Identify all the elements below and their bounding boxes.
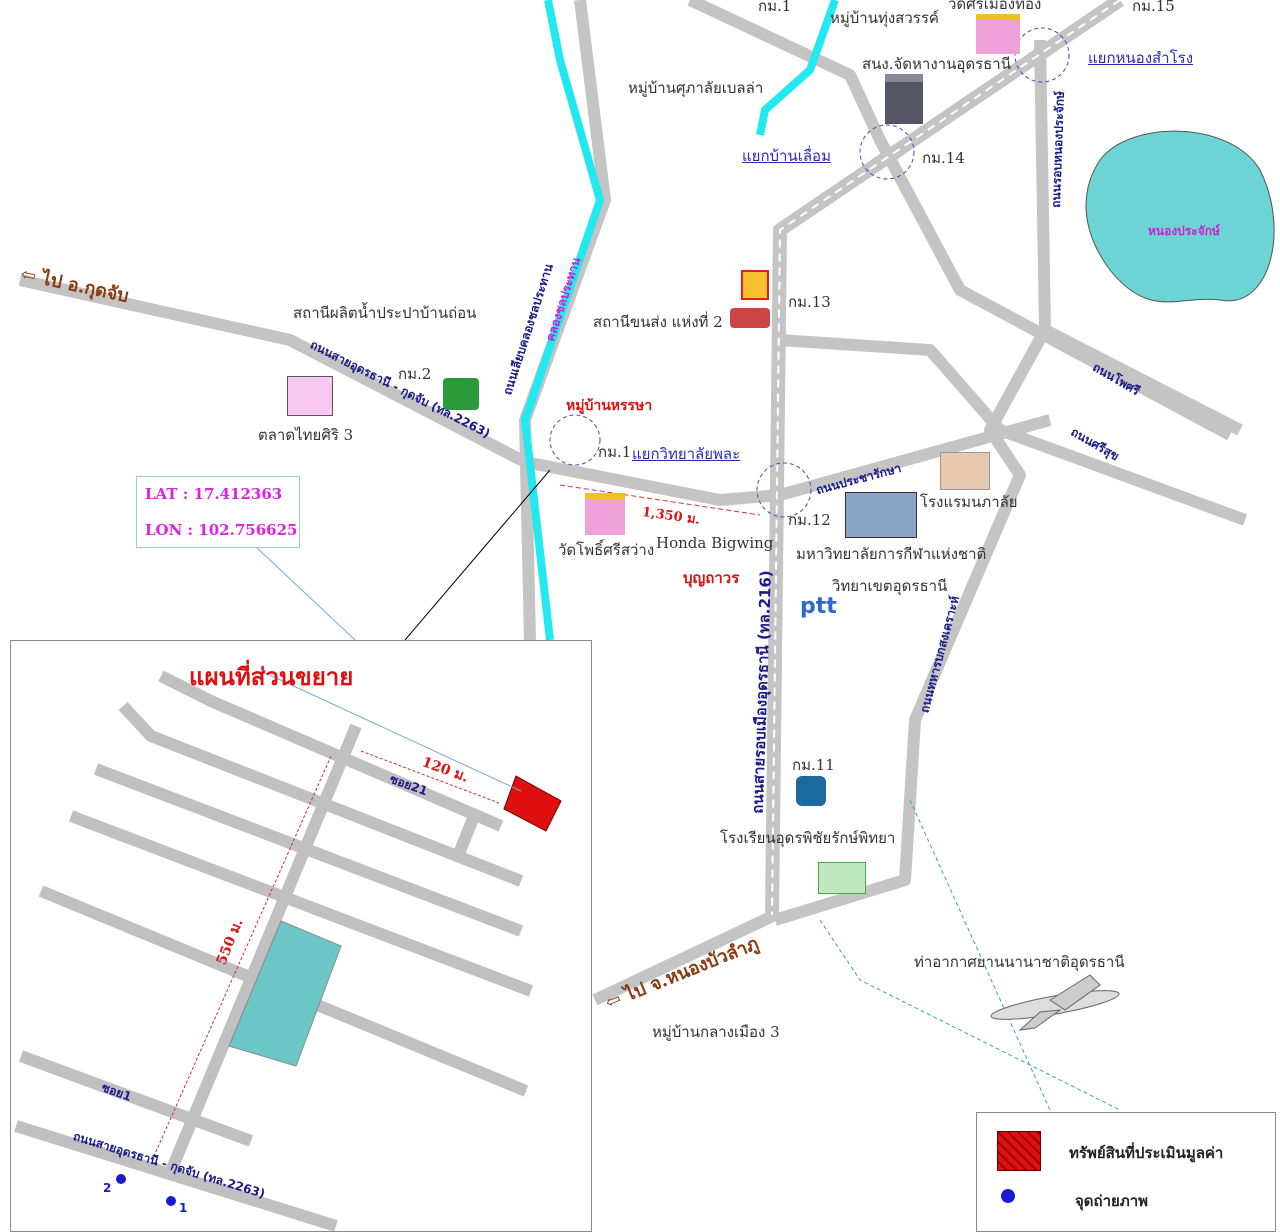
school-label: โรงเรียนอุดรพิชัยรักษ์พิทยา [720,829,896,847]
longitude: LON : 102.756625 [145,521,298,539]
coordinates-box: LAT : 17.412363 LON : 102.756625 [136,476,300,548]
water-tap-icon [443,378,479,410]
land-office-label: สนง.จัดหางานอุดรธานี [862,55,1011,73]
village-supalai-label: หมู่บ้านศุภาลัยเบลล่า [628,79,764,97]
inset-map: แผนที่ส่วนขยาย 120 ม. 550 ม. ซอย21 ซอย1 … [10,640,592,1232]
campus-label: วิทยาเขตอุดรธานี [832,577,948,595]
km1-top-label: กม.1 [758,0,792,15]
camera-point-icon [1001,1189,1015,1203]
road [779,334,1248,526]
honda-label: Honda Bigwing [656,534,774,552]
hotel-label: โรงแรมนภาลัย [920,493,1018,511]
temple-icon [976,14,1020,54]
km13-label: กม.13 [788,293,831,311]
property-legend-icon [997,1131,1041,1171]
wat-top-label: วัดศรีเมืองทอง [948,0,1042,13]
bus-icon [730,308,770,328]
km1-mid-label: กม.1 [598,443,632,461]
roads [18,0,1248,1006]
latitude: LAT : 17.412363 [145,485,283,503]
km15-label: กม.15 [1132,0,1175,15]
government-building-icon [885,74,923,124]
property-marker [503,775,562,832]
inset-title: แผนที่ส่วนขยาย [189,662,354,691]
university-building-icon [845,492,917,538]
market-label: ตลาดไทยศิริ 3 [258,426,354,444]
road-label-rim: ถนนรอบหนองประจักษ์ [1048,90,1067,209]
ptt-logo: ptt [800,594,837,619]
photo-point-2: 2 [103,1181,112,1195]
university-label: มหาวิทยาลัยการกีฬาแห่งชาติ [796,545,987,563]
airplane-icon [990,974,1120,1031]
km2-label: กม.2 [398,365,432,383]
km11-label: กม.11 [792,756,835,774]
road [592,909,778,1006]
road [1042,324,1243,436]
wat-pho-label: วัดโพธิ์ศรีสว่าง [558,541,655,559]
junction-nongsamrong-label: แยกหนองสำโรง [1088,49,1194,67]
temple-icon [585,493,625,535]
junction-banluem-label: แยกบ้านเลื่อม [742,147,831,165]
road-kudchap [18,274,1052,506]
village-thung-label: หมู่บ้านทุ่งสวรรค์ [830,9,939,27]
bangchak-icon [796,776,826,806]
km14-label: กม.14 [922,149,965,167]
boonthavorn-logo: บุญถาวร [683,569,740,587]
bus-station-label: สถานีขนส่ง แห่งที่ 2 [593,313,723,331]
river [520,0,605,641]
hotel-icon [940,452,990,490]
village-klang-label: หมู่บ้านกลางเมือง 3 [652,1023,780,1041]
lake-label: หนองประจักษ์ [1148,224,1220,238]
village-hansa-label: หมู่บ้านหรรษา [566,398,653,414]
legend: ทรัพย์สินที่ประเมินมูลค่า จุดถ่ายภาพ [976,1112,1276,1232]
lake [1085,130,1275,303]
photo-point-1: 1 [179,1201,188,1215]
school-icon [818,862,866,894]
legend-photo-point: จุดถ่ายภาพ [1075,1192,1149,1210]
water-plant-label: สถานีผลิตน้ำประปาบ้านถ่อน [293,304,477,322]
junction-college-label: แยกวิทยาลัยพละ [632,445,741,463]
market-icon [287,376,333,416]
airport-label: ท่าอากาศยานนานาชาติอุดรธานี [914,953,1125,971]
river [756,0,839,136]
km12-label: กม.12 [788,511,831,529]
gas-station-icon [741,270,769,300]
inset-pointer [404,469,551,641]
legend-property: ทรัพย์สินที่ประเมินมูลค่า [1069,1144,1224,1162]
